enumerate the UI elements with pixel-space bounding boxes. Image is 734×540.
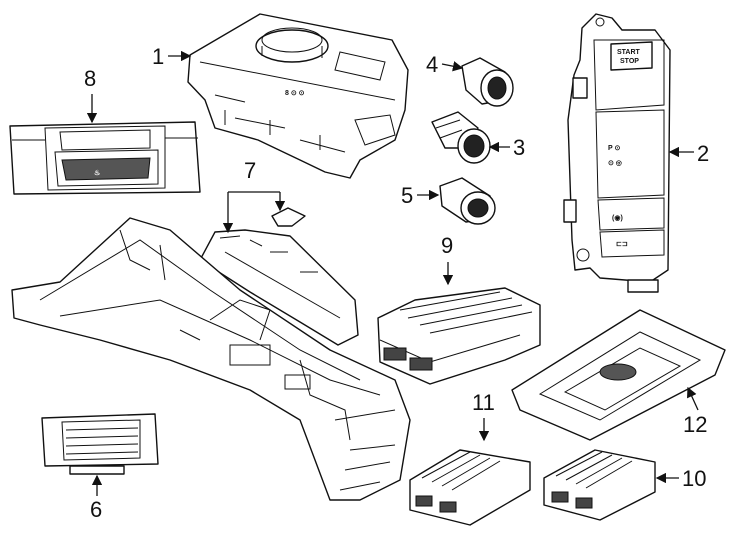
- svg-text:(◉): (◉): [612, 215, 623, 222]
- svg-text:♨: ♨: [94, 169, 100, 177]
- part-12-wireless-tray: [511, 309, 726, 441]
- callout-5: 5: [401, 183, 413, 208]
- part-11-usb-hub: [409, 449, 531, 526]
- part-8-switch-panel: ♨: [9, 121, 201, 195]
- svg-text:8 ⊙ ⊙: 8 ⊙ ⊙: [285, 90, 305, 97]
- part-1-controller: 8 ⊙ ⊙: [187, 13, 409, 179]
- start-stop-label-line1: START: [617, 49, 641, 56]
- part-5-socket: [439, 177, 496, 225]
- callout-2: 2: [697, 141, 709, 166]
- callout-1: 1: [152, 44, 164, 69]
- callout-9: 9: [441, 233, 453, 258]
- part-9-usb-module: [377, 287, 541, 385]
- callout-8: 8: [84, 66, 96, 91]
- callout-7: 7: [244, 158, 256, 183]
- callout-11: 11: [472, 390, 495, 415]
- callout-3: 3: [513, 135, 525, 160]
- callout-4: 4: [426, 52, 438, 77]
- start-stop-label-line2: STOP: [620, 58, 639, 65]
- part-4-socket: [461, 57, 514, 107]
- svg-text:⊙ ◎: ⊙ ◎: [608, 160, 622, 167]
- part-2-start-stop-panel: START STOP P ⊙ ⊙ ◎ (◉) ⊏⊐: [563, 13, 671, 293]
- part-6-insert: [41, 413, 159, 475]
- callout-6: 6: [90, 497, 102, 522]
- svg-text:⊏⊐: ⊏⊐: [616, 240, 628, 248]
- callout-10: 10: [682, 466, 706, 491]
- part-3-socket: [431, 111, 491, 164]
- center-console: [11, 217, 411, 501]
- part-10-usb-hub: [543, 449, 656, 521]
- svg-text:P ⊙: P ⊙: [608, 145, 620, 152]
- callout-12: 12: [683, 412, 707, 437]
